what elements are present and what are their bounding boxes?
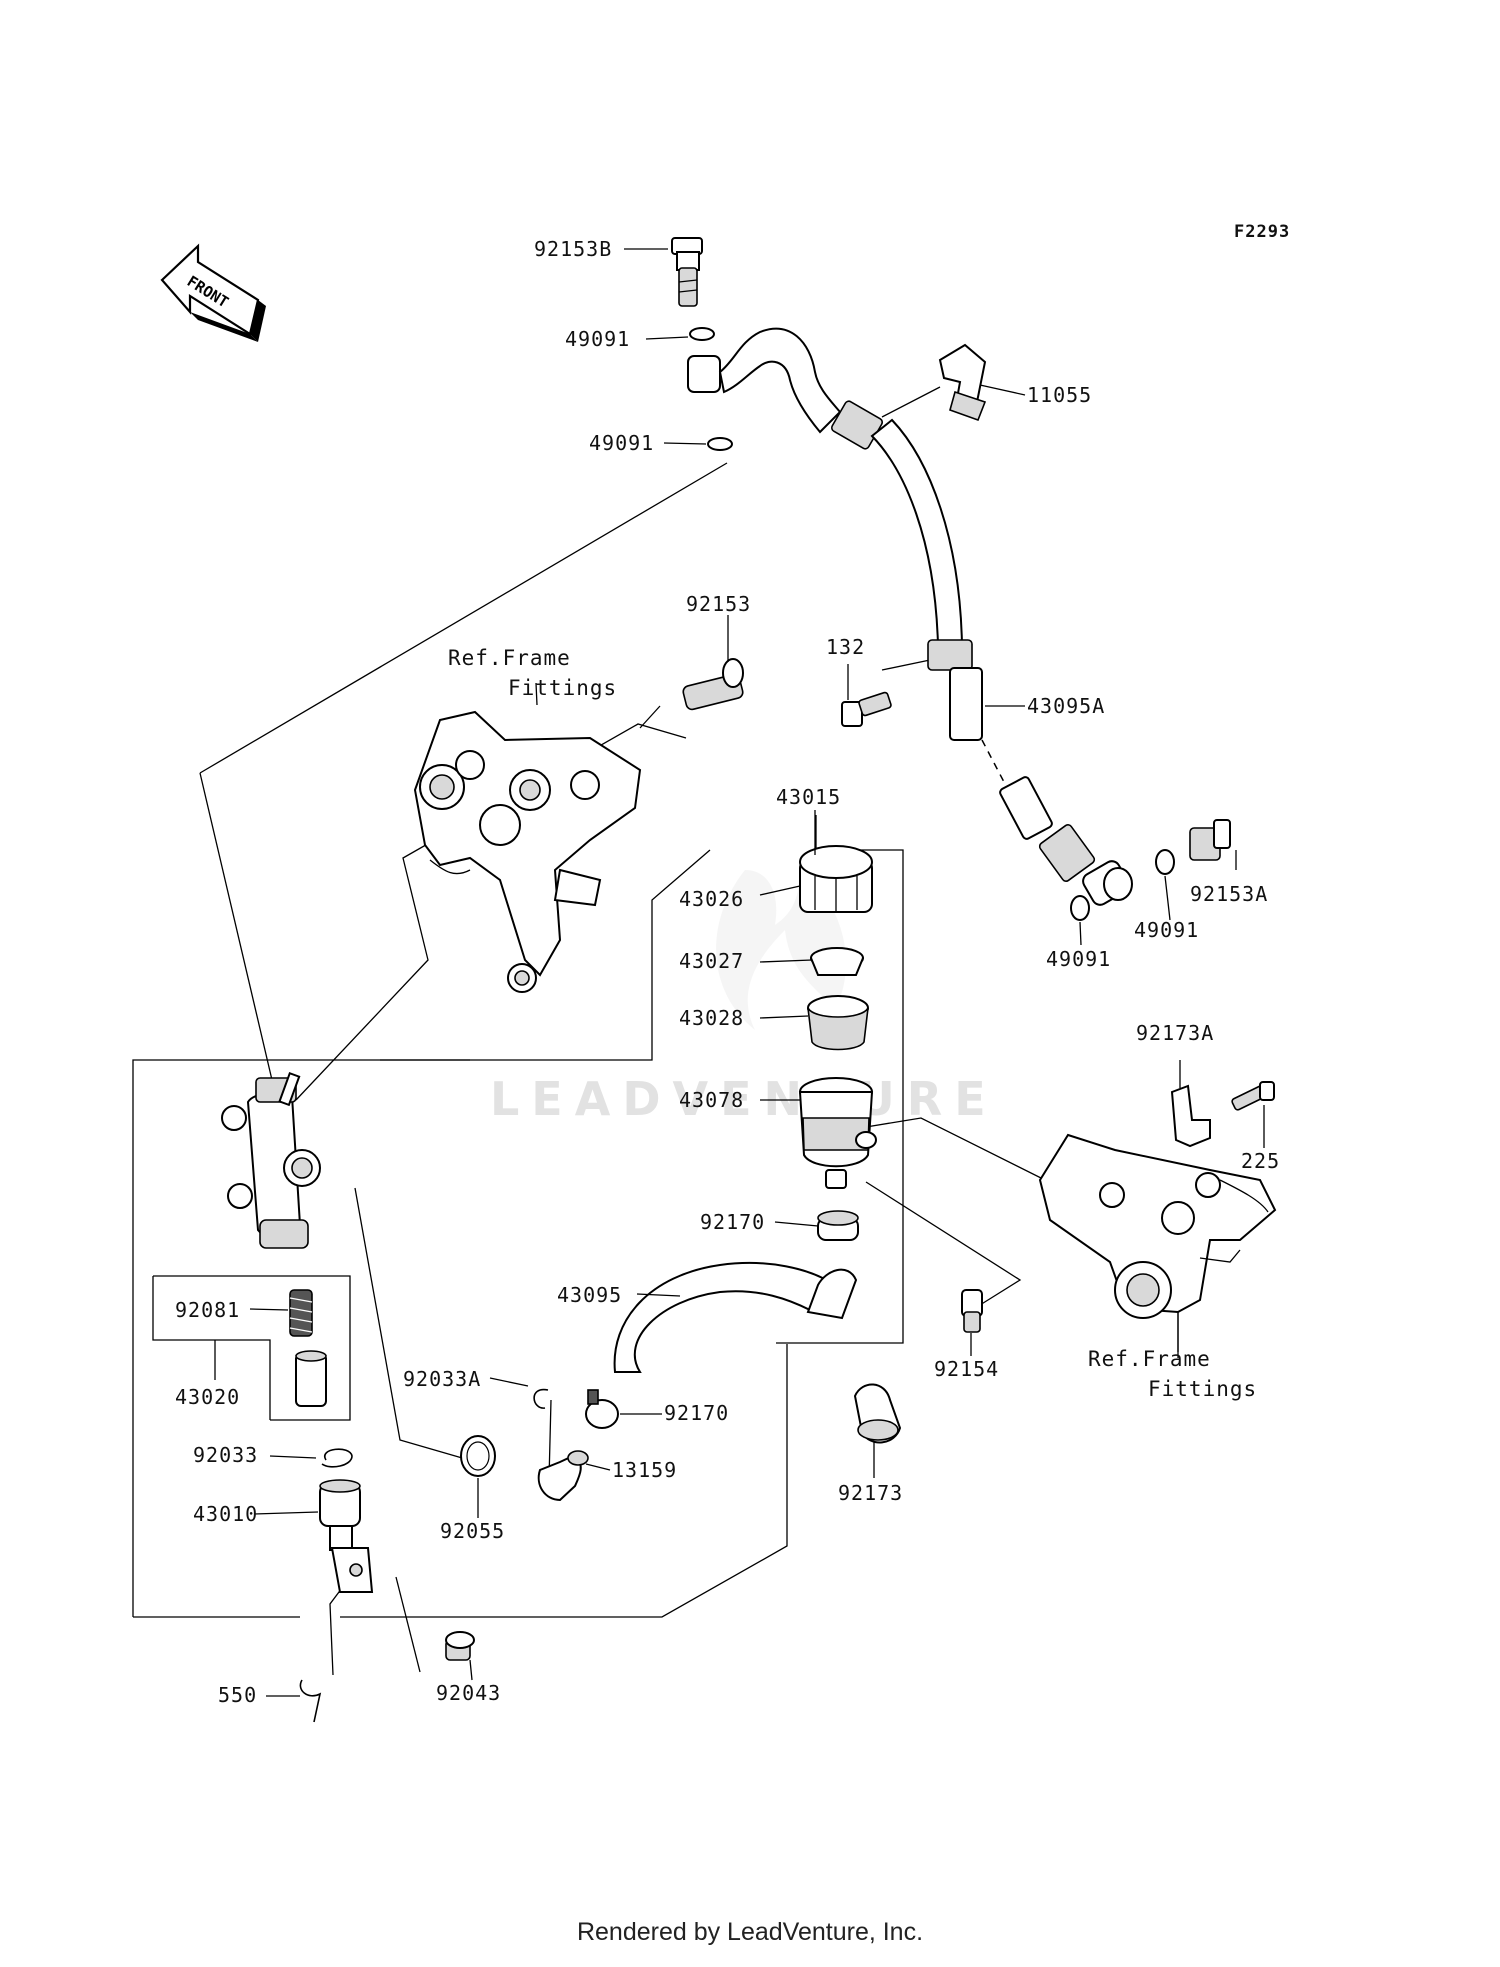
- part-label: 92153A: [1190, 882, 1268, 906]
- part-label: 49091: [589, 431, 654, 455]
- part-brake-hose-lower: [999, 776, 1133, 906]
- part-bolt-92153: [682, 658, 744, 711]
- part-bracket-92173a: [1170, 1084, 1211, 1148]
- part-banjo-bolt-92153a: [1189, 819, 1231, 861]
- part-heel-guard-bracket: [1038, 1133, 1277, 1319]
- part-bolt-225: [1231, 1081, 1275, 1111]
- part-washer-49091-lower: [707, 437, 733, 451]
- part-label: 92173A: [1136, 1021, 1214, 1045]
- part-label: 43095A: [1027, 694, 1105, 718]
- part-footpeg-bracket: [413, 710, 642, 993]
- part-diaphragm-plate-43027: [810, 947, 864, 976]
- part-labels: 92153B 49091 49091 11055 92153 132 43095…: [175, 237, 1280, 1707]
- part-master-cylinder-body: [221, 1071, 321, 1249]
- part-reservoir-43078: [798, 1077, 877, 1189]
- part-diaphragm-43028: [807, 995, 869, 1051]
- part-label: 92033: [193, 1443, 258, 1467]
- part-label: 43026: [679, 887, 744, 911]
- part-pushrod-43010: [319, 1479, 374, 1593]
- part-label: 43027: [679, 949, 744, 973]
- part-cotter-pin-550: [299, 1679, 322, 1723]
- part-label: 92170: [700, 1210, 765, 1234]
- part-brake-hose-upper: [687, 327, 983, 741]
- part-label: 92153: [686, 592, 751, 616]
- part-reservoir-cap-43026: [799, 845, 873, 913]
- part-label: 92033A: [403, 1367, 481, 1391]
- part-clamp-92173: [853, 1383, 902, 1444]
- part-label: 49091: [1046, 947, 1111, 971]
- part-banjo-bolt-92153b: [671, 237, 703, 307]
- part-label: 11055: [1027, 383, 1092, 407]
- part-label: 92154: [934, 1357, 999, 1381]
- part-label: 13159: [612, 1458, 677, 1482]
- part-circlip-92033a: [533, 1388, 549, 1409]
- part-label: 49091: [1134, 918, 1199, 942]
- part-label: 550: [218, 1683, 257, 1707]
- part-label: 92173: [838, 1481, 903, 1505]
- part-screw-92154: [961, 1289, 983, 1333]
- figure-code: F2293: [1234, 222, 1291, 242]
- ref-note-line2: Fittings: [1148, 1377, 1257, 1401]
- leader-lines: [132, 386, 1096, 1676]
- ref-note-lower: Ref.Frame Fittings: [1088, 1347, 1257, 1401]
- part-clamp-11055: [938, 343, 987, 422]
- part-label: 92153B: [534, 237, 612, 261]
- part-label: 43028: [679, 1006, 744, 1030]
- front-arrow-icon: FRONT: [160, 243, 266, 342]
- part-elbow-13159: [537, 1450, 589, 1502]
- part-washer-49091-right-b: [1070, 895, 1090, 921]
- part-piston-43020: [295, 1350, 327, 1407]
- part-washer-49091-upper: [689, 327, 715, 341]
- part-label: 43015: [776, 785, 841, 809]
- part-label: 92055: [440, 1519, 505, 1543]
- part-reservoir-hose-43095: [613, 1261, 832, 1373]
- ref-note-line2: Fittings: [508, 676, 617, 700]
- part-spring-92081: [289, 1289, 313, 1337]
- part-label: 43078: [679, 1088, 744, 1112]
- part-bolt-132: [841, 691, 892, 727]
- ref-note-line1: Ref.Frame: [1088, 1347, 1211, 1371]
- part-hose-clamp-92170-upper: [817, 1210, 859, 1241]
- part-washer-49091-right-a: [1155, 849, 1175, 875]
- part-label: 92170: [664, 1401, 729, 1425]
- ref-note-line1: Ref.Frame: [448, 646, 571, 670]
- ref-note-upper: Ref.Frame Fittings: [448, 646, 617, 700]
- footer-credit: Rendered by LeadVenture, Inc.: [576, 1918, 924, 1946]
- part-hose-clamp-92170-lower: [585, 1389, 619, 1429]
- part-label: 43095: [557, 1283, 622, 1307]
- part-label: 225: [1241, 1149, 1280, 1173]
- part-label: 92043: [436, 1681, 501, 1705]
- part-label: 43020: [175, 1385, 240, 1409]
- part-pin-92043: [445, 1631, 475, 1661]
- part-label: 92081: [175, 1298, 240, 1322]
- part-label: 132: [826, 635, 865, 659]
- part-circlip-92033: [321, 1448, 353, 1468]
- part-label: 49091: [565, 327, 630, 351]
- part-label: 43010: [193, 1502, 258, 1526]
- label-leaders: [214, 248, 1265, 1697]
